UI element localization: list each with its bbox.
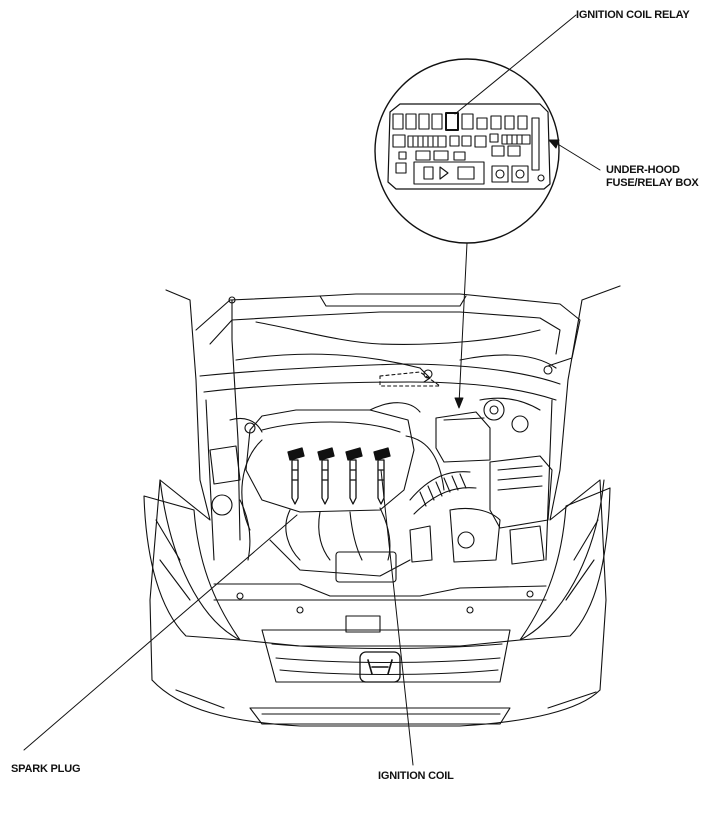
spark-plug-label: SPARK PLUG: [11, 763, 81, 775]
fuse-box-middle-row: [393, 134, 530, 147]
engine: [210, 398, 552, 582]
hood-prop: [232, 300, 240, 540]
ignition-coil-label: IGNITION COIL: [378, 770, 454, 782]
ignition-coil-4: [374, 448, 390, 504]
fuse-relay-box-label: UNDER-HOOD FUSE/RELAY BOX: [606, 164, 699, 190]
ignition-coil-3: [346, 448, 362, 504]
grille: [262, 630, 510, 682]
left-headlight: [144, 496, 240, 640]
front-end: [144, 480, 610, 726]
valve-cover: [246, 410, 414, 512]
fuse-box-outline: [388, 104, 550, 189]
left-fender: [150, 290, 210, 680]
bumper-upper: [160, 480, 604, 646]
inset-circle: [375, 59, 559, 243]
inset-connector-arrowhead: [455, 398, 463, 408]
bumper-lower: [152, 680, 600, 726]
ignition-coils: [288, 448, 390, 504]
fuse-box-leader-line: [556, 143, 600, 170]
callout-lines: [24, 15, 600, 765]
fuse-box-inset: [375, 59, 559, 243]
ignition-coil-leader-line: [381, 470, 413, 765]
ignition-coil-relay-label: IGNITION COIL RELAY: [576, 9, 690, 21]
cowl: [200, 364, 560, 384]
inset-connector-line: [459, 243, 467, 404]
fuse-box-arrowhead: [549, 140, 559, 148]
fuse-box-bottom-row: [396, 146, 544, 184]
ignition-coil-2: [318, 448, 334, 504]
hood-outer: [196, 294, 580, 366]
honda-badge: [360, 652, 400, 682]
hood-inner: [210, 312, 560, 354]
fuse-box-label-line-1: UNDER-HOOD: [606, 164, 680, 176]
right-headlight: [520, 488, 610, 640]
ignition-coil-1: [288, 448, 304, 504]
spark-plug-leader-line: [24, 515, 297, 750]
air-box: [490, 456, 552, 528]
car-body: [150, 286, 620, 690]
relay-leader-line: [455, 15, 576, 114]
fuse-box-label-line-2: FUSE/RELAY BOX: [606, 177, 699, 189]
intake-hose: [410, 472, 476, 514]
fuse-box-top-relays: [393, 113, 539, 170]
right-fender: [550, 286, 620, 690]
